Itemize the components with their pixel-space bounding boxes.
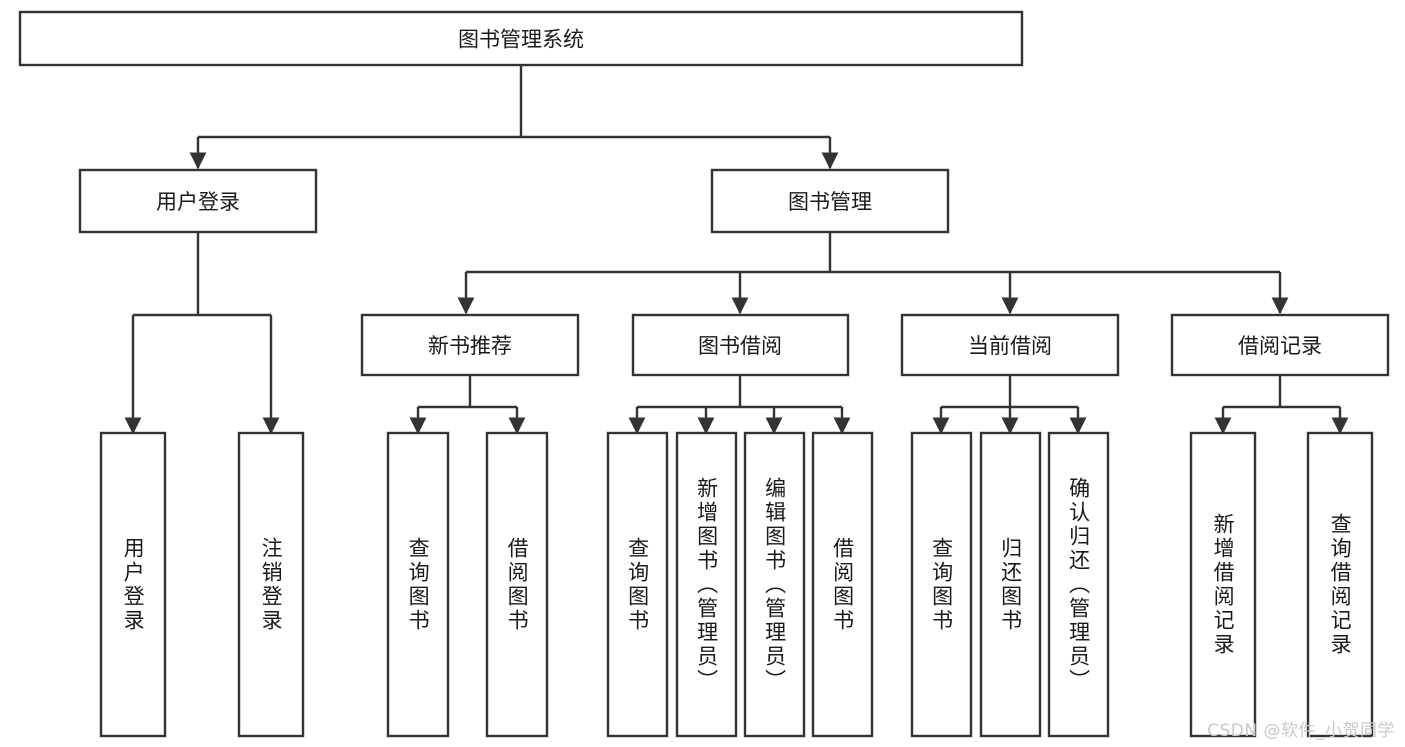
node-label-borrow-record: 借阅记录 xyxy=(1238,334,1322,358)
node-box-book-borrow[interactable] xyxy=(631,313,850,377)
csdn-watermark: CSDN @软件_小贺同学 xyxy=(1207,721,1395,741)
node-box-leaf-query-books-3[interactable] xyxy=(910,431,973,738)
node-label-user-login: 用户登录 xyxy=(156,190,240,214)
node-label-book-management: 图书管理 xyxy=(788,190,872,214)
node-box-leaf-add-book-admin[interactable] xyxy=(675,431,738,738)
node-box-leaf-add-borrow-record[interactable] xyxy=(1189,431,1257,738)
node-box-leaf-edit-book-admin[interactable] xyxy=(743,431,806,738)
node-label-book-borrow: 图书借阅 xyxy=(698,334,782,358)
node-box-leaf-query-books-1[interactable] xyxy=(386,431,450,738)
node-box-leaf-return-books[interactable] xyxy=(979,431,1042,738)
node-box-leaf-confirm-return-admin[interactable] xyxy=(1047,431,1110,738)
node-box-leaf-query-borrow-record[interactable] xyxy=(1306,431,1374,738)
node-box-root[interactable] xyxy=(18,10,1024,67)
node-box-leaf-borrow-books-1[interactable] xyxy=(485,431,549,738)
node-box-book-management[interactable] xyxy=(710,168,950,234)
node-label-new-book-recommend: 新书推荐 xyxy=(428,334,512,358)
node-box-new-book-recommend[interactable] xyxy=(360,313,580,377)
node-label-root: 图书管理系统 xyxy=(458,28,584,52)
node-box-leaf-logout-login[interactable] xyxy=(237,431,305,738)
node-box-leaf-borrow-books-2[interactable] xyxy=(811,431,874,738)
node-box-leaf-user-login[interactable] xyxy=(99,431,167,738)
node-box-borrow-record[interactable] xyxy=(1170,313,1390,377)
node-box-leaf-query-books-2[interactable] xyxy=(606,431,669,738)
node-box-user-login[interactable] xyxy=(78,168,318,234)
node-box-current-borrow[interactable] xyxy=(900,313,1120,377)
node-label-current-borrow: 当前借阅 xyxy=(968,334,1052,358)
